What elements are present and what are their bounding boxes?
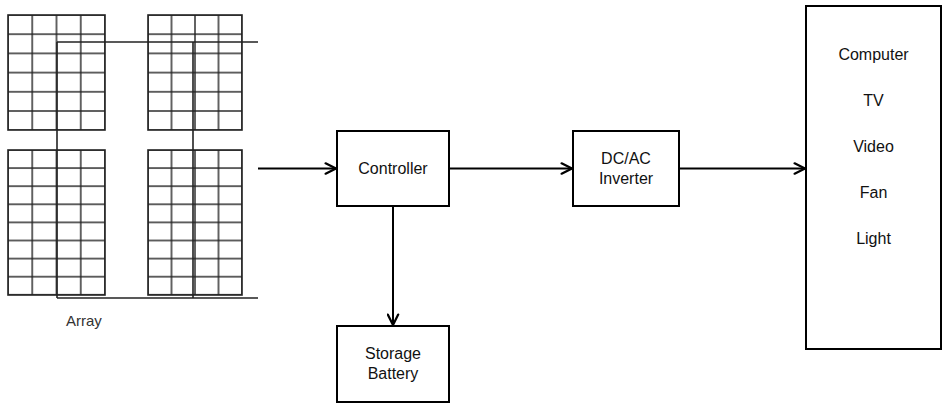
array-region: Array — [0, 0, 258, 335]
flow-arrow — [450, 168, 572, 170]
box-label: Storage Battery — [344, 344, 442, 384]
process-box: Storage Battery — [336, 325, 450, 403]
process-box: Controller — [336, 130, 450, 207]
load-box: ComputerTV VideoFanLight — [805, 5, 942, 350]
load-name: Computer — [838, 45, 908, 65]
load-name: TV — [863, 91, 883, 111]
box-label: DC/AC Inverter — [580, 149, 672, 189]
load-name: Video — [853, 137, 894, 157]
load-name: Fan — [860, 183, 888, 203]
solar-panel — [148, 150, 242, 295]
array-label: Array — [66, 311, 102, 331]
flow-arrow — [680, 168, 805, 170]
box-label: Controller — [358, 159, 427, 179]
flow-arrow — [258, 168, 336, 170]
solar-panel — [148, 15, 242, 130]
array-frame — [57, 42, 258, 298]
load-name: Light — [856, 229, 891, 249]
flow-arrow — [392, 207, 394, 325]
process-box: DC/AC Inverter — [572, 130, 680, 207]
